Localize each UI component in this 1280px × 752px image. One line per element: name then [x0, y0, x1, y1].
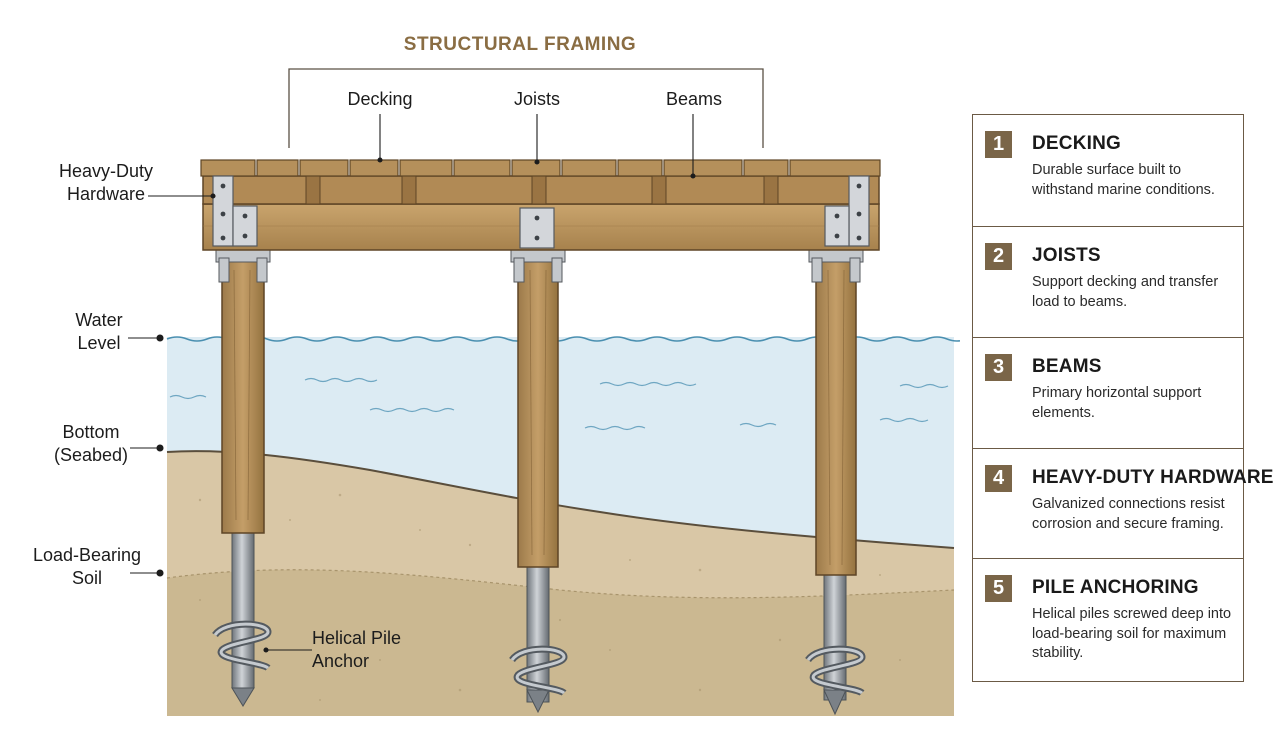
legend-number-badge: 4 — [985, 465, 1012, 492]
joist-blocks — [305, 175, 779, 205]
hardware-plate-right — [824, 175, 870, 247]
legend-number-badge: 3 — [985, 354, 1012, 381]
framing-bracket — [288, 68, 764, 148]
post-bracket-left — [215, 247, 271, 283]
legend-item-title: PILE ANCHORING — [1032, 577, 1199, 598]
legend-item-description: Galvanized connections resist corrosion … — [1032, 496, 1225, 532]
legend-item-description: Helical piles screwed deep into load-bea… — [1032, 606, 1232, 661]
heavy-duty-hardware-label: Heavy-Duty Hardware — [58, 161, 154, 204]
legend-item-title: DECKING — [1032, 133, 1122, 154]
post-bracket-right — [808, 247, 864, 283]
legend-item-description: Primary horizontal support elements. — [1032, 385, 1202, 421]
load-bearing-soil-label: Load-Bearing Soil — [32, 545, 142, 588]
legend-item-title: HEAVY-DUTY HARDWARE — [1032, 467, 1274, 488]
dock-structure-diagram — [128, 68, 960, 716]
legend-item-description: Durable surface built to withstand marin… — [1032, 162, 1215, 198]
structural-framing-title: STRUCTURAL FRAMING — [403, 34, 637, 55]
legend-item-title: JOISTS — [1032, 245, 1101, 266]
load-bearing-soil — [167, 569, 954, 716]
joists-label: Joists — [513, 89, 560, 109]
helical-pile-anchor-label: Helical Pile Anchor — [312, 628, 402, 671]
legend-item-pile-anchoring: 5 PILE ANCHORING Helical piles screwed d… — [973, 559, 1243, 680]
wood-post-center — [517, 254, 559, 568]
water-ripples — [169, 377, 949, 431]
legend-panel: 1 DECKING Durable surface built to withs… — [972, 114, 1273, 682]
water-level-label: Water Level — [75, 310, 123, 353]
wood-post-right — [815, 254, 857, 576]
helical-pile-left — [212, 527, 272, 707]
hardware-plate-left — [212, 175, 258, 247]
helical-pile-center — [509, 561, 568, 714]
legend-item-joists: 2 JOISTS Support decking and transfer lo… — [973, 227, 1243, 338]
wood-post-left — [221, 254, 265, 534]
legend-item-description: Support decking and transfer load to bea… — [1032, 274, 1219, 310]
leader-lines — [128, 114, 696, 653]
legend-item-beams: 3 BEAMS Primary horizontal support eleme… — [973, 338, 1243, 449]
bottom-seabed-label: Bottom (Seabed) — [53, 422, 129, 465]
legend-item-hardware: 4 HEAVY-DUTY HARDWARE Galvanized connect… — [973, 449, 1273, 559]
legend-item-decking: 1 DECKING Durable surface built to withs… — [973, 115, 1243, 227]
legend-item-title: BEAMS — [1032, 356, 1102, 377]
helical-pile-right — [805, 569, 866, 716]
legend-number-badge: 1 — [985, 131, 1012, 158]
decking-label: Decking — [347, 89, 413, 109]
beams-label: Beams — [665, 89, 723, 109]
hardware-plate-center — [519, 207, 555, 249]
legend-number-badge: 5 — [985, 575, 1012, 602]
legend-number-badge: 2 — [985, 243, 1012, 270]
seabed-line — [166, 450, 955, 549]
decking-boards — [200, 159, 881, 177]
post-bracket-center — [510, 247, 566, 283]
